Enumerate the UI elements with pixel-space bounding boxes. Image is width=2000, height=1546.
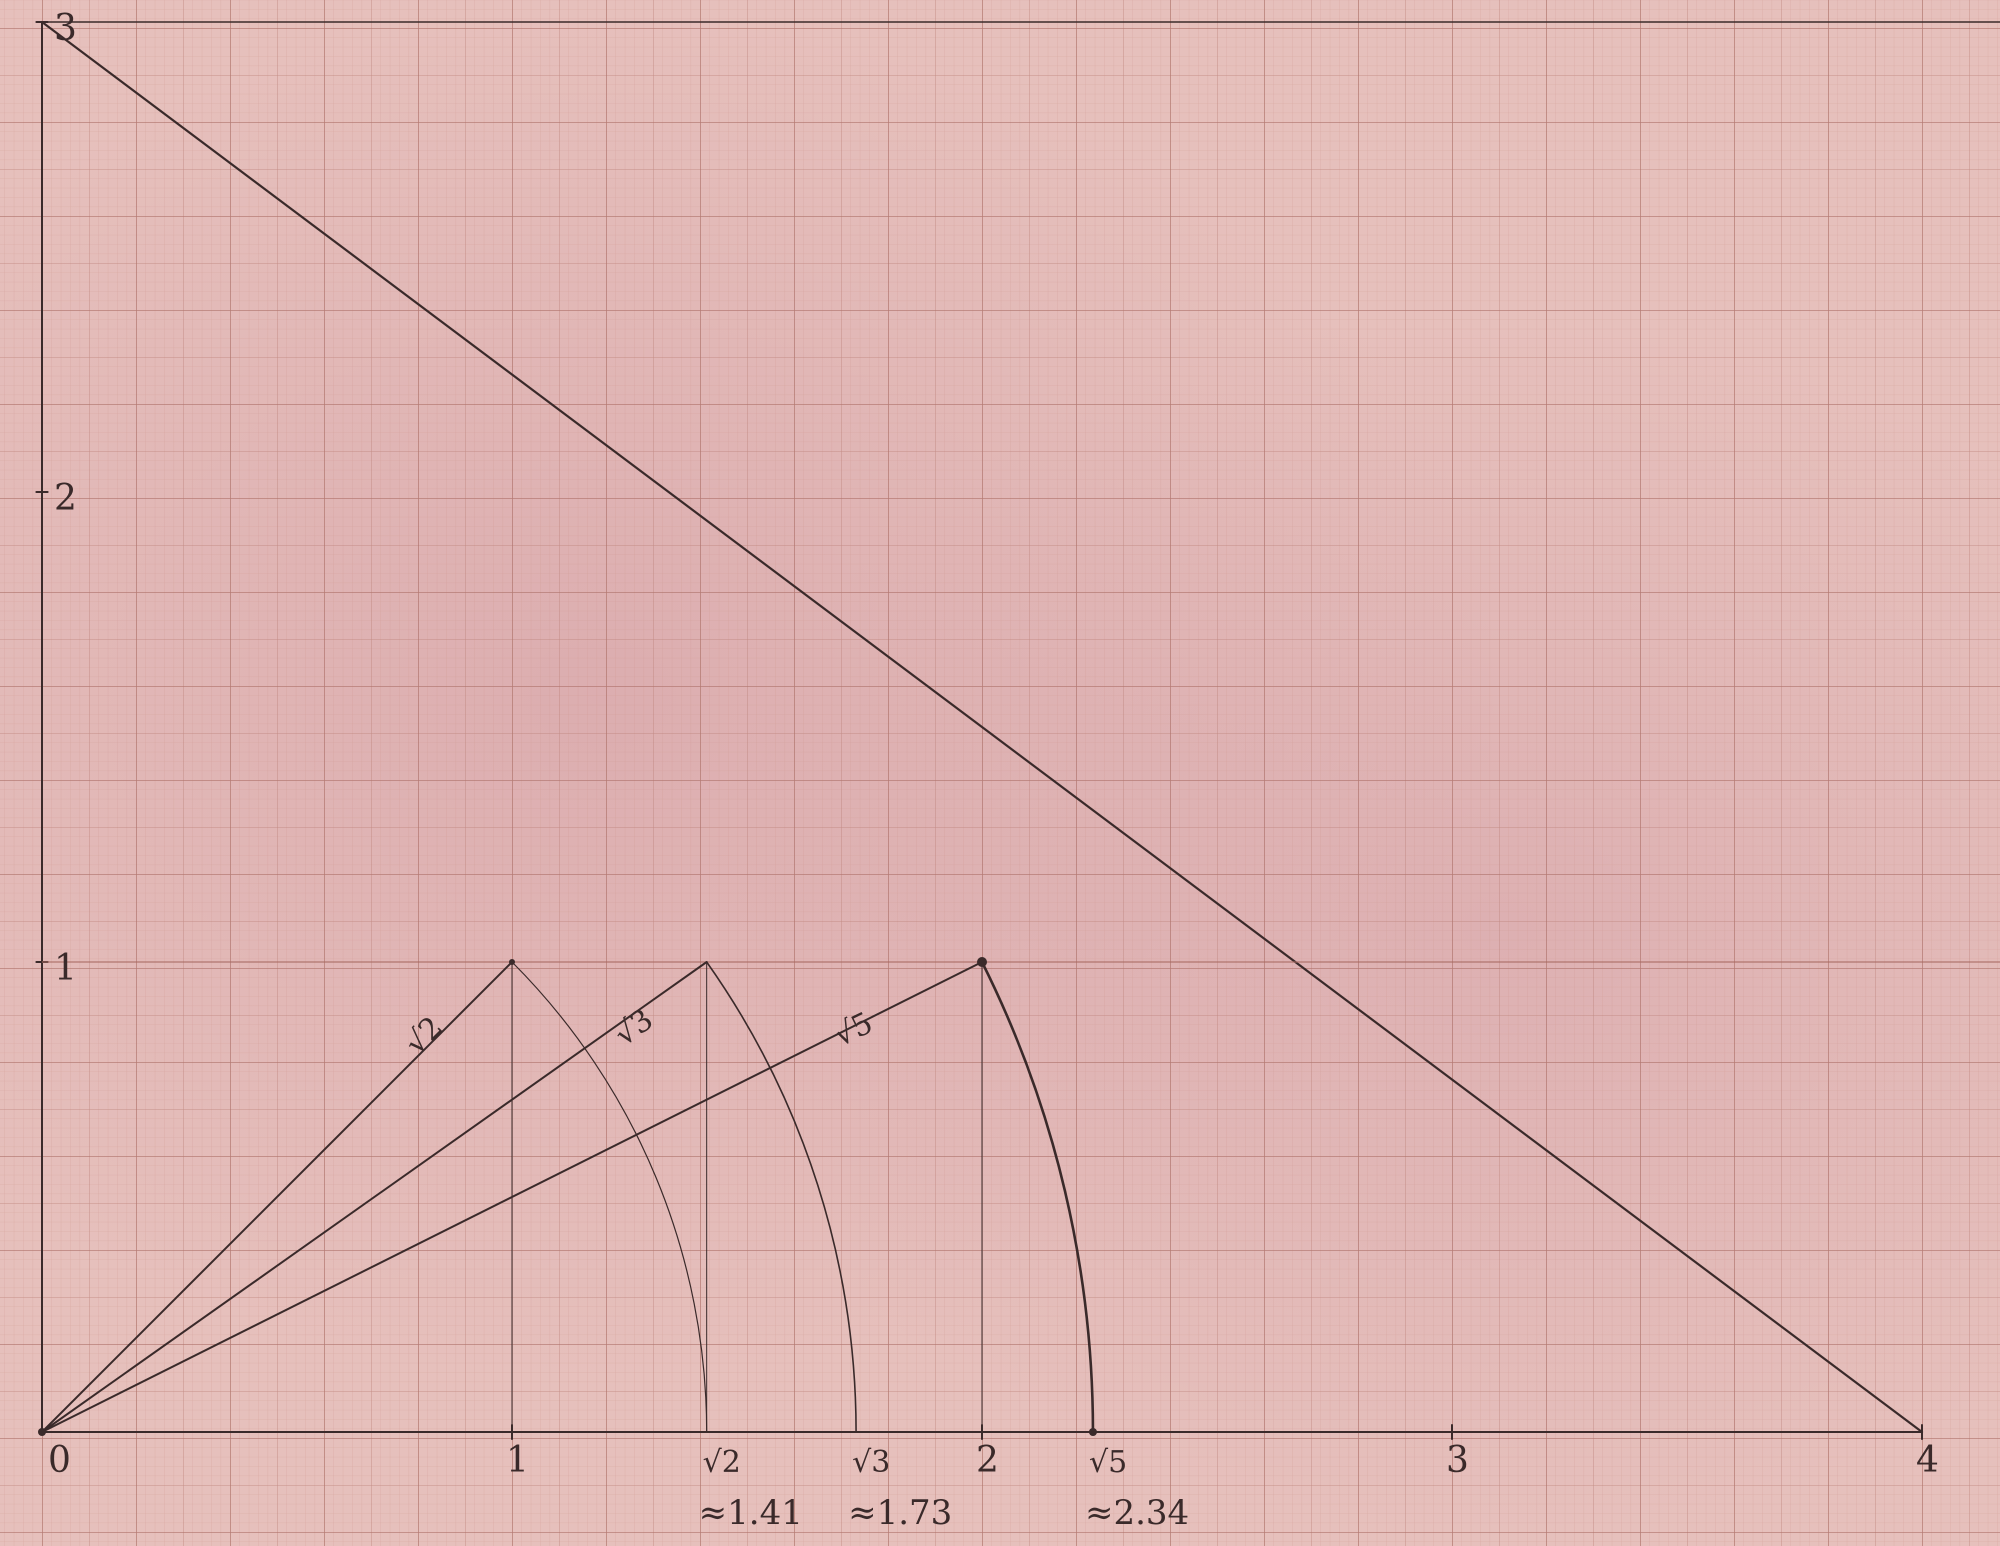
x-tick-label: 3 bbox=[1446, 1440, 1469, 1481]
approx-value-label: ≈1.73 bbox=[848, 1493, 952, 1533]
approx-value-label: ≈1.41 bbox=[699, 1493, 803, 1533]
arc-sqrt2 bbox=[511, 961, 708, 1433]
hypotenuse-line bbox=[41, 961, 708, 1433]
root-marker-label: √5 bbox=[1089, 1445, 1127, 1480]
y-tick-label: 3 bbox=[54, 8, 77, 49]
root-marker-label: √2 bbox=[703, 1445, 741, 1480]
x-tick-label: 1 bbox=[506, 1440, 529, 1481]
x-tick-label: 2 bbox=[976, 1440, 999, 1481]
diagonal-line bbox=[40, 20, 1924, 1434]
x-tick-label: 4 bbox=[1916, 1440, 1939, 1481]
point-marker bbox=[977, 957, 987, 967]
y-tick-label: 2 bbox=[54, 478, 77, 519]
x-tick-label: 0 bbox=[48, 1440, 71, 1481]
arc-sqrt5 bbox=[980, 961, 1095, 1433]
arc-sqrt3 bbox=[706, 961, 857, 1433]
point-marker bbox=[509, 959, 515, 965]
y-tick-label: 1 bbox=[54, 948, 77, 989]
root-marker-label: √3 bbox=[852, 1445, 890, 1480]
construction-layer bbox=[35, 20, 2000, 1441]
point-marker bbox=[1088, 1428, 1097, 1436]
hypotenuse-line bbox=[41, 961, 513, 1433]
approx-value-label: ≈2.34 bbox=[1085, 1493, 1189, 1533]
point-marker bbox=[38, 1428, 46, 1436]
